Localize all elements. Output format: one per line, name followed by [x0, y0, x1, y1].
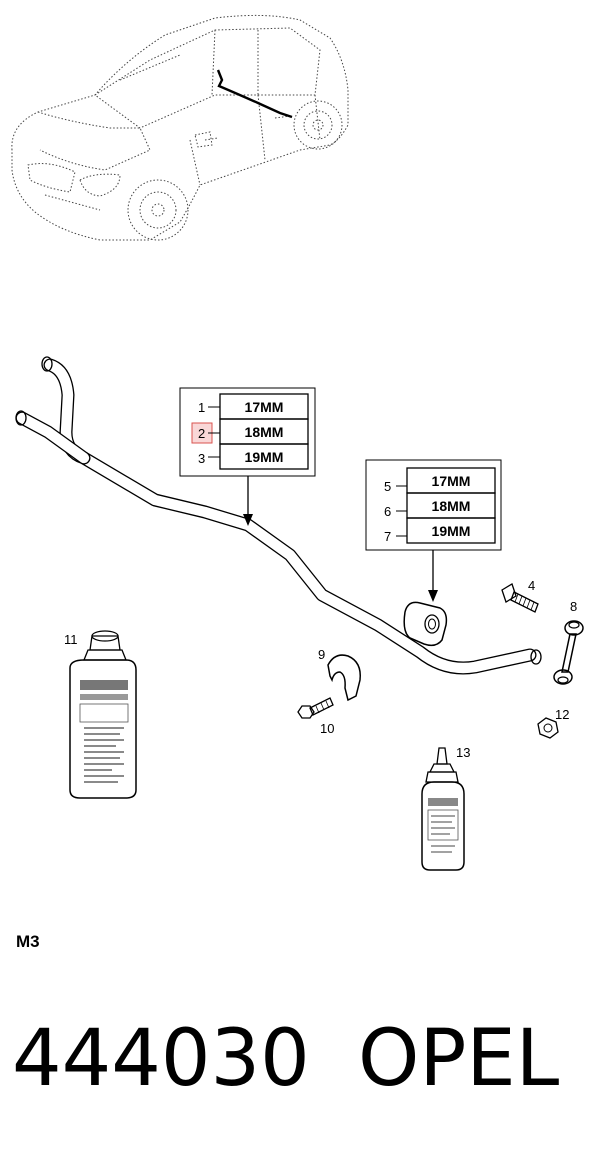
- callout-10: 10: [320, 721, 334, 736]
- adhesive-bottle-13: 13: [421, 745, 470, 871]
- clamp-9: 9: [318, 647, 361, 702]
- size-19mm-b: 19MM: [432, 523, 471, 539]
- callout-9: 9: [318, 647, 325, 662]
- callout-13: 13: [456, 745, 470, 760]
- size-18mm-a: 18MM: [245, 424, 284, 440]
- brand-name: OPEL: [358, 1014, 560, 1104]
- size-table-b: 5 6 7 17MM 18MM 19MM: [365, 459, 502, 602]
- callout-8: 8: [570, 599, 577, 614]
- car-illustration: [11, 14, 349, 241]
- fluid-bottle-11: 11: [64, 630, 137, 799]
- nut-12: 12: [537, 707, 569, 739]
- size-19mm-a: 19MM: [245, 449, 284, 465]
- bolt-4: 4: [501, 578, 539, 613]
- bushing: [403, 601, 448, 647]
- size-table-a: 1 2 3 17MM 18MM 19MM: [179, 387, 316, 526]
- callout-3: 3: [198, 451, 205, 466]
- callout-4: 4: [528, 578, 535, 593]
- callout-12: 12: [555, 707, 569, 722]
- section-code: M3: [16, 932, 40, 951]
- size-17mm-a: 17MM: [245, 399, 284, 415]
- stabilizer-bar: [15, 356, 542, 675]
- callout-6: 6: [384, 504, 391, 519]
- part-number: 444030: [12, 1014, 310, 1104]
- callout-7: 7: [384, 529, 391, 544]
- size-18mm-b: 18MM: [432, 498, 471, 514]
- callout-1: 1: [198, 400, 205, 415]
- size-17mm-b: 17MM: [432, 473, 471, 489]
- callout-11: 11: [64, 632, 78, 647]
- callout-2: 2: [198, 426, 205, 441]
- callout-5: 5: [384, 479, 391, 494]
- bolt-10: 10: [297, 697, 334, 736]
- stabilizer-link-8: 8: [553, 599, 584, 685]
